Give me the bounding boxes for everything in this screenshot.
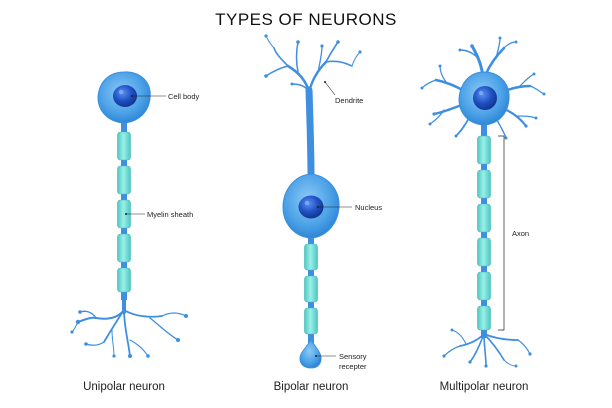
multipolar-axon-terminals (443, 329, 531, 367)
label-nucleus: Nucleus (355, 203, 382, 212)
multipolar-myelin-sheath (477, 135, 491, 331)
label-dendrite: Dendrite (335, 96, 363, 105)
unipolar-neuron-name: Unipolar neuron (83, 381, 165, 393)
label-sensory-receptor-line2: recepter (339, 362, 367, 371)
label-sensory-receptor-line1: Sensory (339, 352, 367, 361)
bipolar-myelin-sheath (304, 243, 318, 335)
bipolar-dendrite (265, 35, 361, 182)
bipolar-sensory-receptor (299, 339, 322, 369)
label-axon: Axon (512, 229, 529, 238)
axon-bracket (498, 135, 505, 331)
label-myelin-sheath: Myelin sheath (147, 210, 193, 219)
bipolar-neuron-name: Bipolar neuron (273, 381, 349, 393)
multipolar-neuron-name: Multipolar neuron (439, 381, 529, 393)
bipolar-nucleus (298, 195, 324, 219)
bipolar-neuron: Dendrite Nucleus Sensory recepter (264, 34, 382, 371)
unipolar-neuron: Cell body Myelin sheath (70, 71, 200, 358)
unipolar-myelin-sheath (117, 131, 131, 293)
multipolar-neuron: Axon (420, 36, 546, 368)
unipolar-nucleus (113, 85, 137, 107)
diagram-title: TYPES OF NEURONS (215, 10, 397, 29)
multipolar-nucleus (473, 86, 497, 110)
unipolar-axon-terminals (71, 296, 187, 357)
label-cell-body: Cell body (168, 92, 200, 101)
